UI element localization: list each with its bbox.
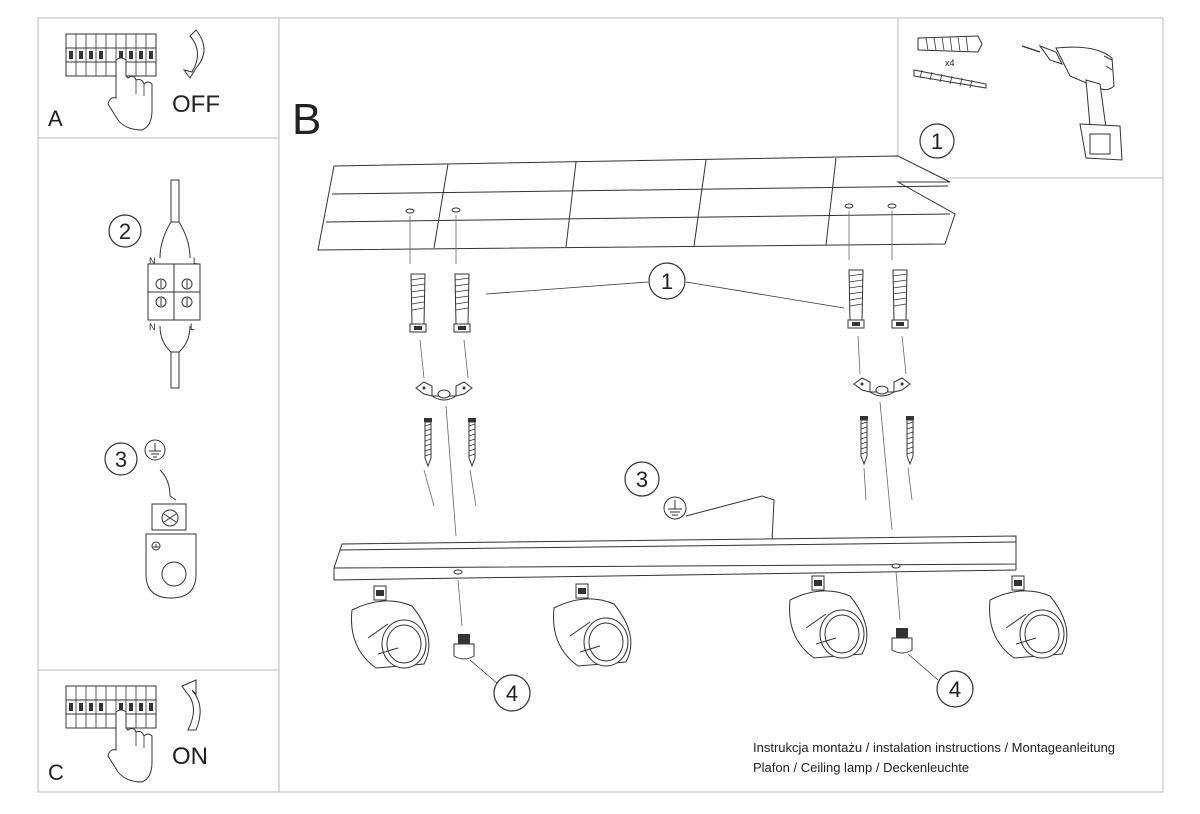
panel-a-state: OFF [172, 91, 220, 118]
sheet-border [37, 17, 1164, 793]
earth-symbol-icon [144, 439, 166, 461]
switch-down-arrow-icon [182, 29, 205, 79]
wire-l-top-label: L [193, 256, 198, 266]
wire-l-bottom-label: L [190, 322, 195, 332]
panel-c-letter: C [48, 760, 64, 785]
mount-step-number: 1 [661, 269, 673, 294]
panel-a-power-off: A OFF [37, 17, 280, 139]
earth-symbol-icon [663, 496, 687, 520]
spotlight-1 [351, 585, 430, 669]
screw-icon [913, 69, 987, 89]
cover-screw-left [453, 634, 475, 660]
panel-c-power-on: C ON [37, 669, 280, 793]
wiring-diagram: 2 N L N L [108, 179, 201, 389]
screw-right-1 [859, 415, 869, 465]
breaker-panel-icon [65, 685, 157, 729]
panel-a-letter: A [48, 106, 63, 131]
lamp-bar [333, 535, 1017, 581]
earth-terminal-diagram: 3 [104, 439, 197, 599]
wall-plug-icon [917, 35, 983, 53]
screw-right-2 [905, 415, 915, 465]
mounting-bracket-left [415, 381, 473, 401]
ceiling-plate [317, 155, 956, 251]
wall-plug-left-2 [453, 273, 471, 333]
earth-step-number: 3 [115, 447, 127, 472]
cover-screw-right [891, 628, 913, 654]
spotlight-4 [989, 575, 1068, 659]
tools-step-number: 1 [931, 129, 943, 154]
panel-b-mounting: B [292, 95, 1115, 775]
wall-plug-left-1 [409, 273, 427, 333]
screw-right-step-number: 4 [949, 677, 961, 702]
screw-left-1 [423, 417, 433, 467]
switch-up-arrow-icon [181, 679, 201, 731]
panel-b-letter: B [292, 95, 321, 144]
spotlight-2 [553, 583, 632, 667]
panel-c-state: ON [172, 743, 208, 770]
quantity-label: x4 [945, 58, 955, 68]
wall-plug-right-1 [847, 269, 865, 329]
screw-left-2 [467, 417, 477, 467]
panel-tools: x4 1 [897, 17, 1164, 179]
screw-left-step-number: 4 [506, 681, 518, 706]
mounting-bracket-right [853, 377, 911, 397]
wall-plug-right-2 [891, 269, 909, 329]
caption-line-2: Plafon / Ceiling lamp / Deckenleuchte [753, 760, 969, 775]
earth-main-step-number: 3 [636, 467, 648, 492]
wiring-step-number: 2 [119, 219, 131, 244]
wire-n-top-label: N [149, 256, 156, 266]
wire-n-bottom-label: N [149, 322, 156, 332]
caption-line-1: Instrukcja montażu / instalation instruc… [753, 740, 1115, 755]
breaker-panel-icon [65, 33, 157, 77]
drill-icon [1021, 44, 1123, 161]
spotlight-3 [789, 575, 868, 659]
